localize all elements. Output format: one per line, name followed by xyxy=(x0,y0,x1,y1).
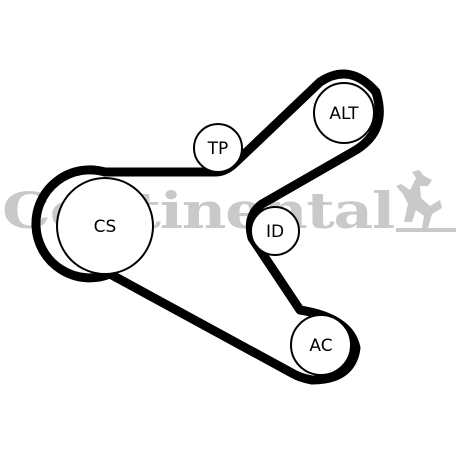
rearing-horse-icon xyxy=(396,170,456,232)
pulley-alt: ALT xyxy=(313,82,375,144)
pulley-ac-label: AC xyxy=(309,336,332,356)
pulley-cs: CS xyxy=(56,177,154,275)
pulley-id: ID xyxy=(250,206,300,256)
pulley-ac: AC xyxy=(290,314,352,376)
pulley-cs-label: CS xyxy=(94,217,117,237)
pulley-tp-label: TP xyxy=(207,139,229,159)
pulley-id-label: ID xyxy=(266,222,284,242)
pulley-tp: TP xyxy=(193,123,243,173)
pulley-alt-label: ALT xyxy=(329,104,359,124)
drive-belt xyxy=(100,69,384,385)
drive-belt-cs-wrap xyxy=(31,165,115,283)
